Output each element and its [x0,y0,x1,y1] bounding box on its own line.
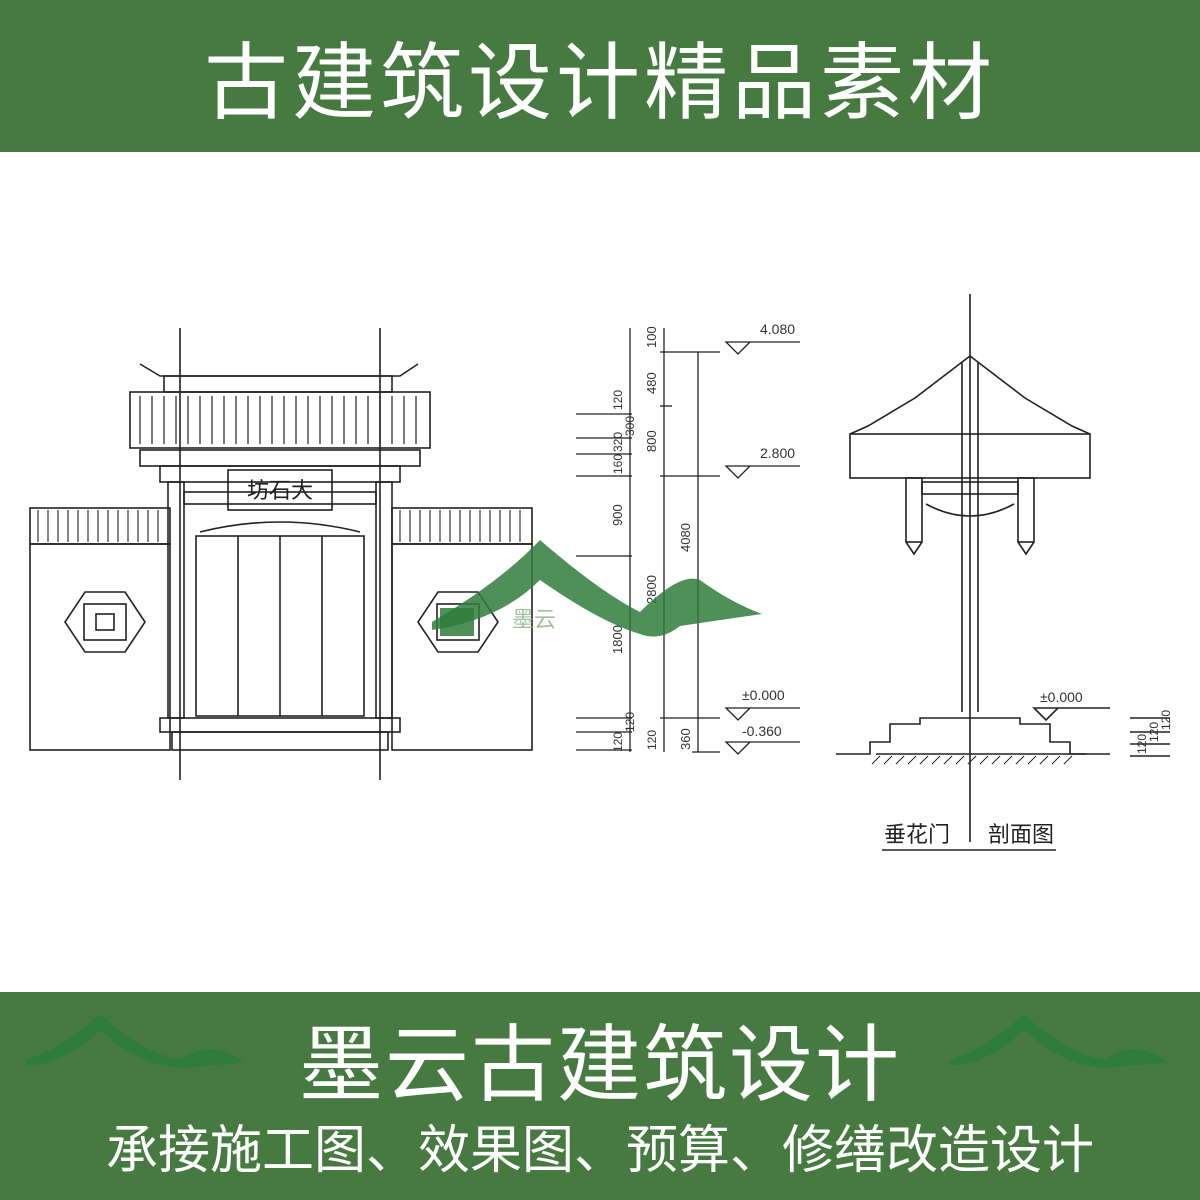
dim-360: 360 [678,728,693,750]
drawing-canvas: 坊石大 100 480 80 [29,294,1173,851]
roof-tiles [139,396,417,444]
dim-800: 800 [644,430,659,452]
brand-name: 墨云古建筑设计 [298,1016,901,1114]
section-dim-120-b: 120 [1147,722,1161,742]
caption-section: 剖面图 [988,823,1054,848]
top-banner: 古建筑设计精品素材 [0,0,1200,152]
watermark-text: 墨云 [512,608,556,633]
dim-4080: 4080 [678,523,693,552]
dim-120-a: 120 [611,732,625,752]
footer-logo-right-icon [950,1014,1168,1068]
dim-480: 480 [644,372,659,394]
plaque-text: 坊石大 [247,479,313,504]
caption-gate: 垂花门 [884,823,950,848]
footer-logo-left-icon [26,1014,244,1068]
elevation-drawing [29,328,533,780]
dim-120-b: 120 [623,712,637,732]
section-dim-120-c: 120 [1159,710,1173,730]
page-title: 古建筑设计精品素材 [203,33,996,132]
dim-160: 160 [611,454,625,474]
dim-100: 100 [644,326,659,348]
dim-2800: 2800 [644,575,659,604]
dim-120-c: 120 [645,730,659,750]
watermark-logo: 墨云 [432,540,762,637]
dim-900: 900 [610,504,625,526]
level-4080: 4.080 [760,321,795,337]
bottom-banner: 墨云古建筑设计 承接施工图、效果图、预算、修缮改造设计 [0,992,1200,1200]
level-zero: ±0.000 [742,687,785,703]
dim-1800: 1800 [610,625,625,654]
dimension-labels: 100 480 800 900 2800 1800 4080 360 120 3… [610,321,795,752]
level-2800: 2.800 [760,445,795,461]
dim-120-top: 120 [611,390,625,410]
watermark-window [440,608,474,636]
level-minus-0360: -0.360 [742,723,782,739]
dim-300: 300 [623,416,637,436]
dim-320: 320 [611,432,625,452]
dimension-lines [576,328,800,755]
services-line: 承接施工图、效果图、预算、修缮改造设计 [105,1121,1094,1181]
section-drawing [836,294,1170,851]
ground-hatch [871,755,1073,765]
section-level-zero: ±0.000 [1040,689,1083,705]
watermark-roof-shape [432,540,762,637]
section-dim-120-a: 120 [1135,734,1149,754]
architectural-drawing: 坊石大 100 480 80 [0,152,1200,992]
